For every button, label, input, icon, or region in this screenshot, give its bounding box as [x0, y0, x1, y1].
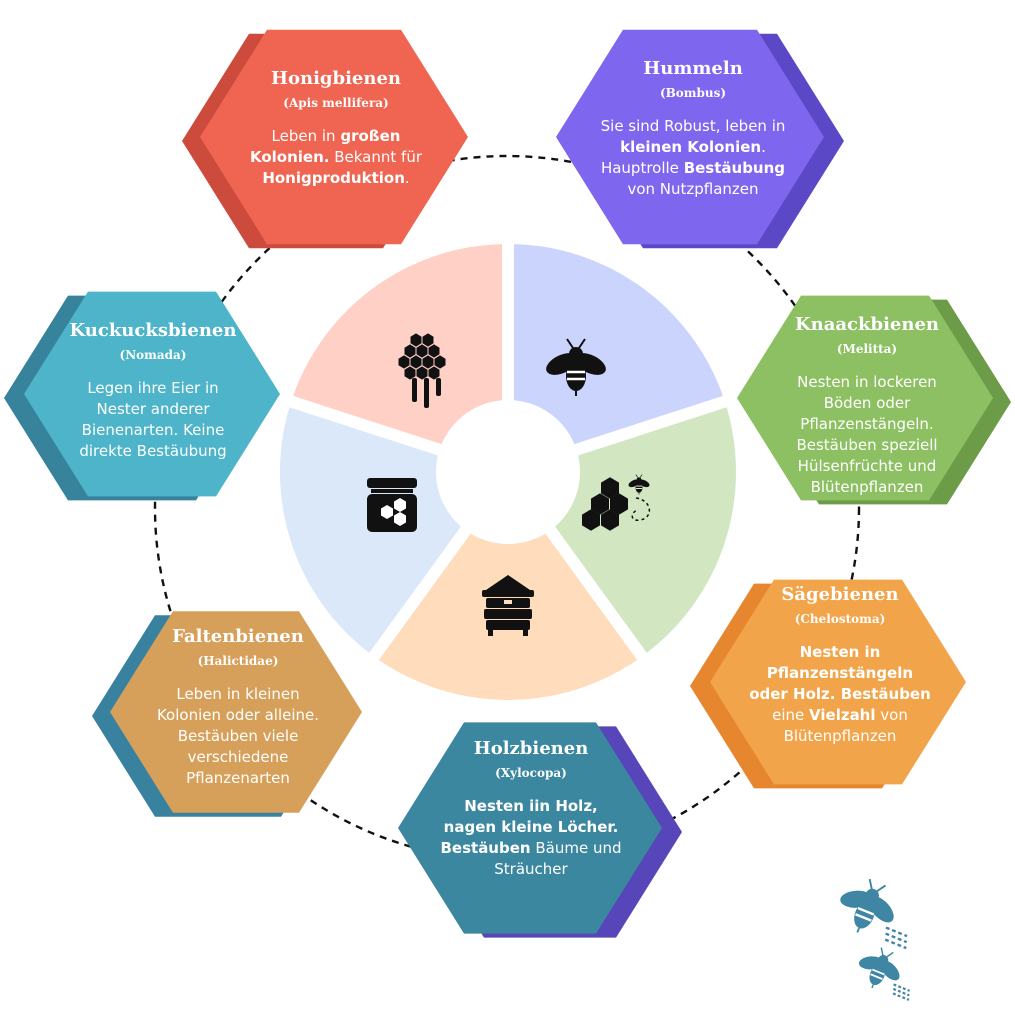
hexagon-faltenbienen: [92, 611, 362, 817]
bee-type-name: Holzbienen: [473, 738, 589, 759]
bee-type-description: Sie sind Robust, leben in kleinen Koloni…: [595, 116, 791, 200]
description-bold-text: Honigproduktion: [262, 169, 405, 187]
bee-type-latin-name: (Melitta): [836, 342, 898, 356]
hexagon-hummeln: [556, 29, 844, 249]
bee-type-description: Legen ihre Eier in Nester anderer Bienen…: [62, 378, 244, 462]
hexagon-text-knaackbienen: Knaackbienen (Melitta) Nesten in lockeren …: [776, 314, 958, 498]
description-text: Bäume und Sträucher: [494, 839, 622, 878]
description-text: eine: [772, 706, 810, 724]
bee-type-name: Faltenbienen: [172, 626, 304, 647]
bee-type-latin-name: (Chelostoma): [794, 612, 886, 626]
hexagon-face: [710, 579, 966, 785]
hexagon-layer: [4, 29, 1011, 938]
bee-type-latin-name: (Apis mellifera): [283, 96, 389, 110]
description-bold-text: Bestäubung: [683, 159, 786, 177]
hexagon-holzbienen: [398, 722, 682, 938]
hexagon-face: [200, 29, 468, 245]
bee-type-latin-name: (Bombus): [659, 86, 727, 100]
hexagon-text-holzbienen: Holzbienen (Xylocopa) Nesten iin Holz, nag…: [436, 738, 626, 880]
description-text: Sie sind Robust, leben in: [600, 117, 786, 135]
bee-type-latin-name: (Halictidae): [197, 654, 279, 668]
bee-type-latin-name: (Xylocopa): [495, 766, 567, 780]
description-text: Legen ihre Eier in Nester anderer Bienen…: [79, 379, 227, 460]
description-bold-text: großen Kolonien.: [249, 127, 401, 166]
hexagon-kuckucksbienen: [4, 291, 280, 501]
hexagon-text-honigbienen: Honigbienen (Apis mellifera) Leben in groß…: [238, 68, 434, 189]
bee-type-name: Sägebienen: [781, 584, 899, 605]
hexagon-honigbienen: [182, 29, 468, 249]
hexagon-text-faltenbienen: Faltenbienen (Halictidae) Leben in kleinen…: [148, 626, 328, 789]
center-wheel: [279, 244, 736, 701]
bee-type-name: Honigbienen: [270, 68, 402, 89]
bee-type-name: Kuckucksbienen: [69, 320, 237, 341]
bee-type-name: Hummeln: [643, 58, 743, 79]
bee-type-description: Nesten in lockeren Böden oder Pflanzenst…: [776, 372, 958, 498]
hexagon-saegebienen: [690, 579, 966, 789]
description-bold-text: kleinen Kolonien: [620, 138, 762, 156]
bee-type-description: Leben in kleinen Kolonien oder alleine. …: [148, 684, 328, 789]
hexagon-face: [24, 291, 280, 497]
segment-honeycomb-bees: [555, 407, 736, 653]
hexagon-text-saegebienen: Sägebienen (Chelostoma) Nesten in Pflanzen…: [748, 584, 932, 747]
description-text: von Blütenpflanzen: [783, 706, 908, 745]
hexagon-text-kuckucksbienen: Kuckucksbienen (Nomada) Legen ihre Eier in…: [62, 320, 244, 462]
description-text: .: [404, 169, 410, 187]
description-text: Nesten in lockeren Böden oder Pflanzenst…: [796, 373, 938, 496]
bee-type-description: Nesten in Pflanzenstängeln oder Holz. Be…: [748, 642, 932, 747]
description-text: von Nutzpflanzen: [627, 180, 759, 198]
flying-bee-icon: [826, 869, 909, 950]
bee-type-description: Nesten iin Holz, nagen kleine Löcher. Be…: [436, 796, 626, 880]
honeycomb-drip-icon: [398, 333, 446, 408]
hexagon-knaackbienen: [737, 295, 1011, 505]
description-text: Leben in kleinen Kolonien oder alleine. …: [156, 685, 320, 787]
hexagon-face: [556, 29, 824, 245]
hexagon-face: [398, 722, 662, 934]
segment-honeycomb: [293, 244, 503, 445]
hexagon-face: [110, 611, 362, 813]
honey-jar-icon: [367, 478, 417, 532]
hexagon-text-hummeln: Hummeln (Bombus) Sie sind Robust, leben in…: [595, 58, 791, 200]
description-text: . Hauptrolle: [600, 138, 766, 177]
bee-type-latin-name: (Nomada): [119, 348, 187, 362]
beehive-icon: [482, 575, 534, 636]
description-bold-text: Nesten in Pflanzenstängeln oder Holz. Be…: [749, 643, 931, 703]
bee-type-name: Knaackbienen: [795, 314, 939, 335]
flying-bee-icon: [848, 940, 911, 1001]
honeycomb-bees-icon: [582, 474, 652, 531]
segment-bee: [513, 244, 723, 445]
description-text: Bekannt für: [329, 148, 422, 166]
description-text: Leben in: [271, 127, 341, 145]
description-bold-text: Vielzahl: [809, 706, 876, 724]
hexagon-face: [737, 295, 993, 501]
bee-type-description: Leben in großen Kolonien. Bekannt für Ho…: [238, 126, 434, 189]
description-bold-text: Nesten iin Holz, nagen kleine Löcher. Be…: [440, 797, 619, 857]
